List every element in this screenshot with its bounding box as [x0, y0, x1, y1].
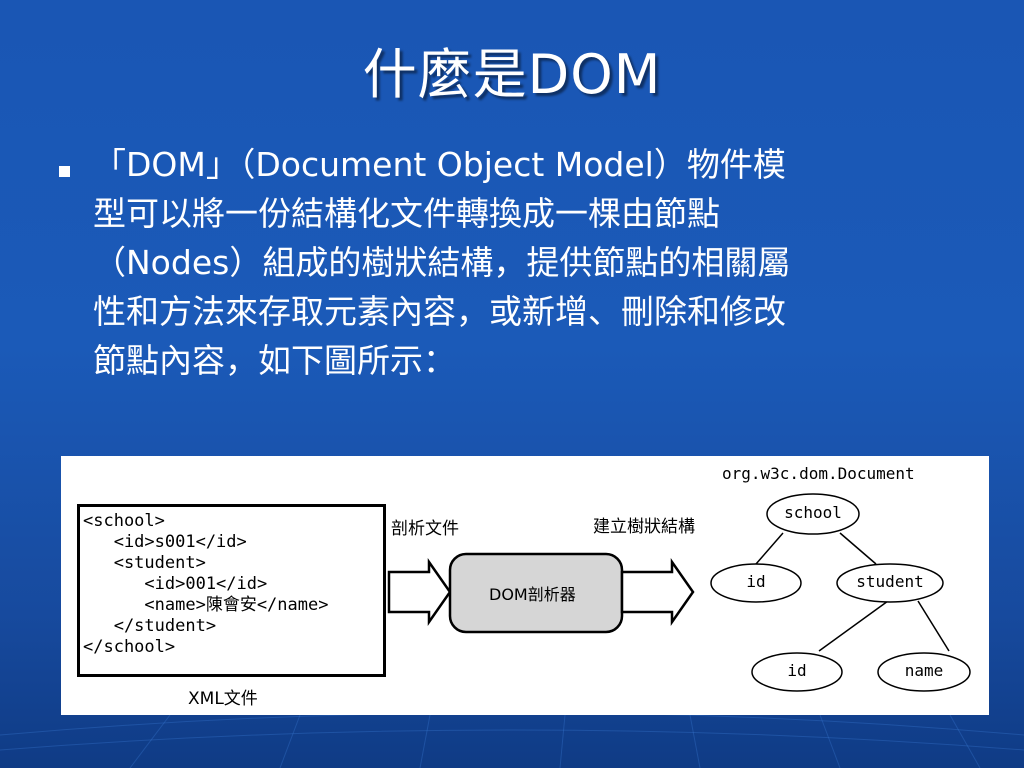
tree-node-child-name: [877, 652, 971, 692]
tree-node-student: [836, 563, 944, 603]
tree-node-student-label: student: [856, 572, 924, 591]
bullet-square-icon: [59, 166, 70, 177]
bullet-line: 「DOM」（Document Object Model）物件模: [93, 145, 786, 184]
xml-caption: XML文件: [188, 689, 258, 709]
build-arrow: [620, 558, 695, 626]
bullet-line: 性和方法來存取元素內容，或新增、刪除和修改: [93, 292, 786, 331]
parse-label: 剖析文件: [391, 519, 459, 539]
xml-line: </student>: [83, 616, 217, 636]
tree-node-school: [766, 493, 860, 535]
tree-node-id: [710, 563, 802, 603]
parse-arrow: [387, 558, 452, 626]
tree-edges: [755, 532, 950, 652]
build-label: 建立樹狀結構: [593, 517, 695, 537]
dom-diagram: <school> <id>s001</id> <student> <id>001…: [61, 456, 989, 715]
xml-document-box: <school> <id>s001</id> <student> <id>001…: [77, 504, 386, 677]
tree-node-child-id: [751, 652, 843, 692]
tree-node-child-id-label: id: [787, 661, 807, 680]
xml-line: </school>: [83, 637, 176, 657]
xml-line: <id>001</id>: [83, 574, 268, 594]
xml-line: <id>s001</id>: [83, 532, 247, 552]
bullet-text: 「DOM」（Document Object Model）物件模 型可以將一份結構…: [93, 140, 953, 385]
bullet-line: 節點內容，如下圖所示：: [93, 341, 456, 380]
bullet-line: （Nodes）組成的樹狀結構，提供節點的相關屬: [93, 243, 791, 282]
tree-node-child-name-label: name: [904, 661, 944, 680]
tree-node-school-label: school: [784, 503, 842, 522]
xml-line: <student>: [83, 553, 206, 573]
tree-title: org.w3c.dom.Document: [722, 464, 915, 483]
slide-title: 什麼是DOM: [362, 43, 662, 106]
diagram-shapes: [387, 493, 971, 692]
bullet-line: 型可以將一份結構化文件轉換成一棵由節點: [93, 194, 720, 233]
xml-line: <school>: [83, 511, 165, 531]
parser-label: DOM剖析器: [489, 585, 576, 604]
xml-line: <name>陳會安</name>: [83, 595, 329, 615]
tree-node-id-label: id: [746, 572, 766, 591]
